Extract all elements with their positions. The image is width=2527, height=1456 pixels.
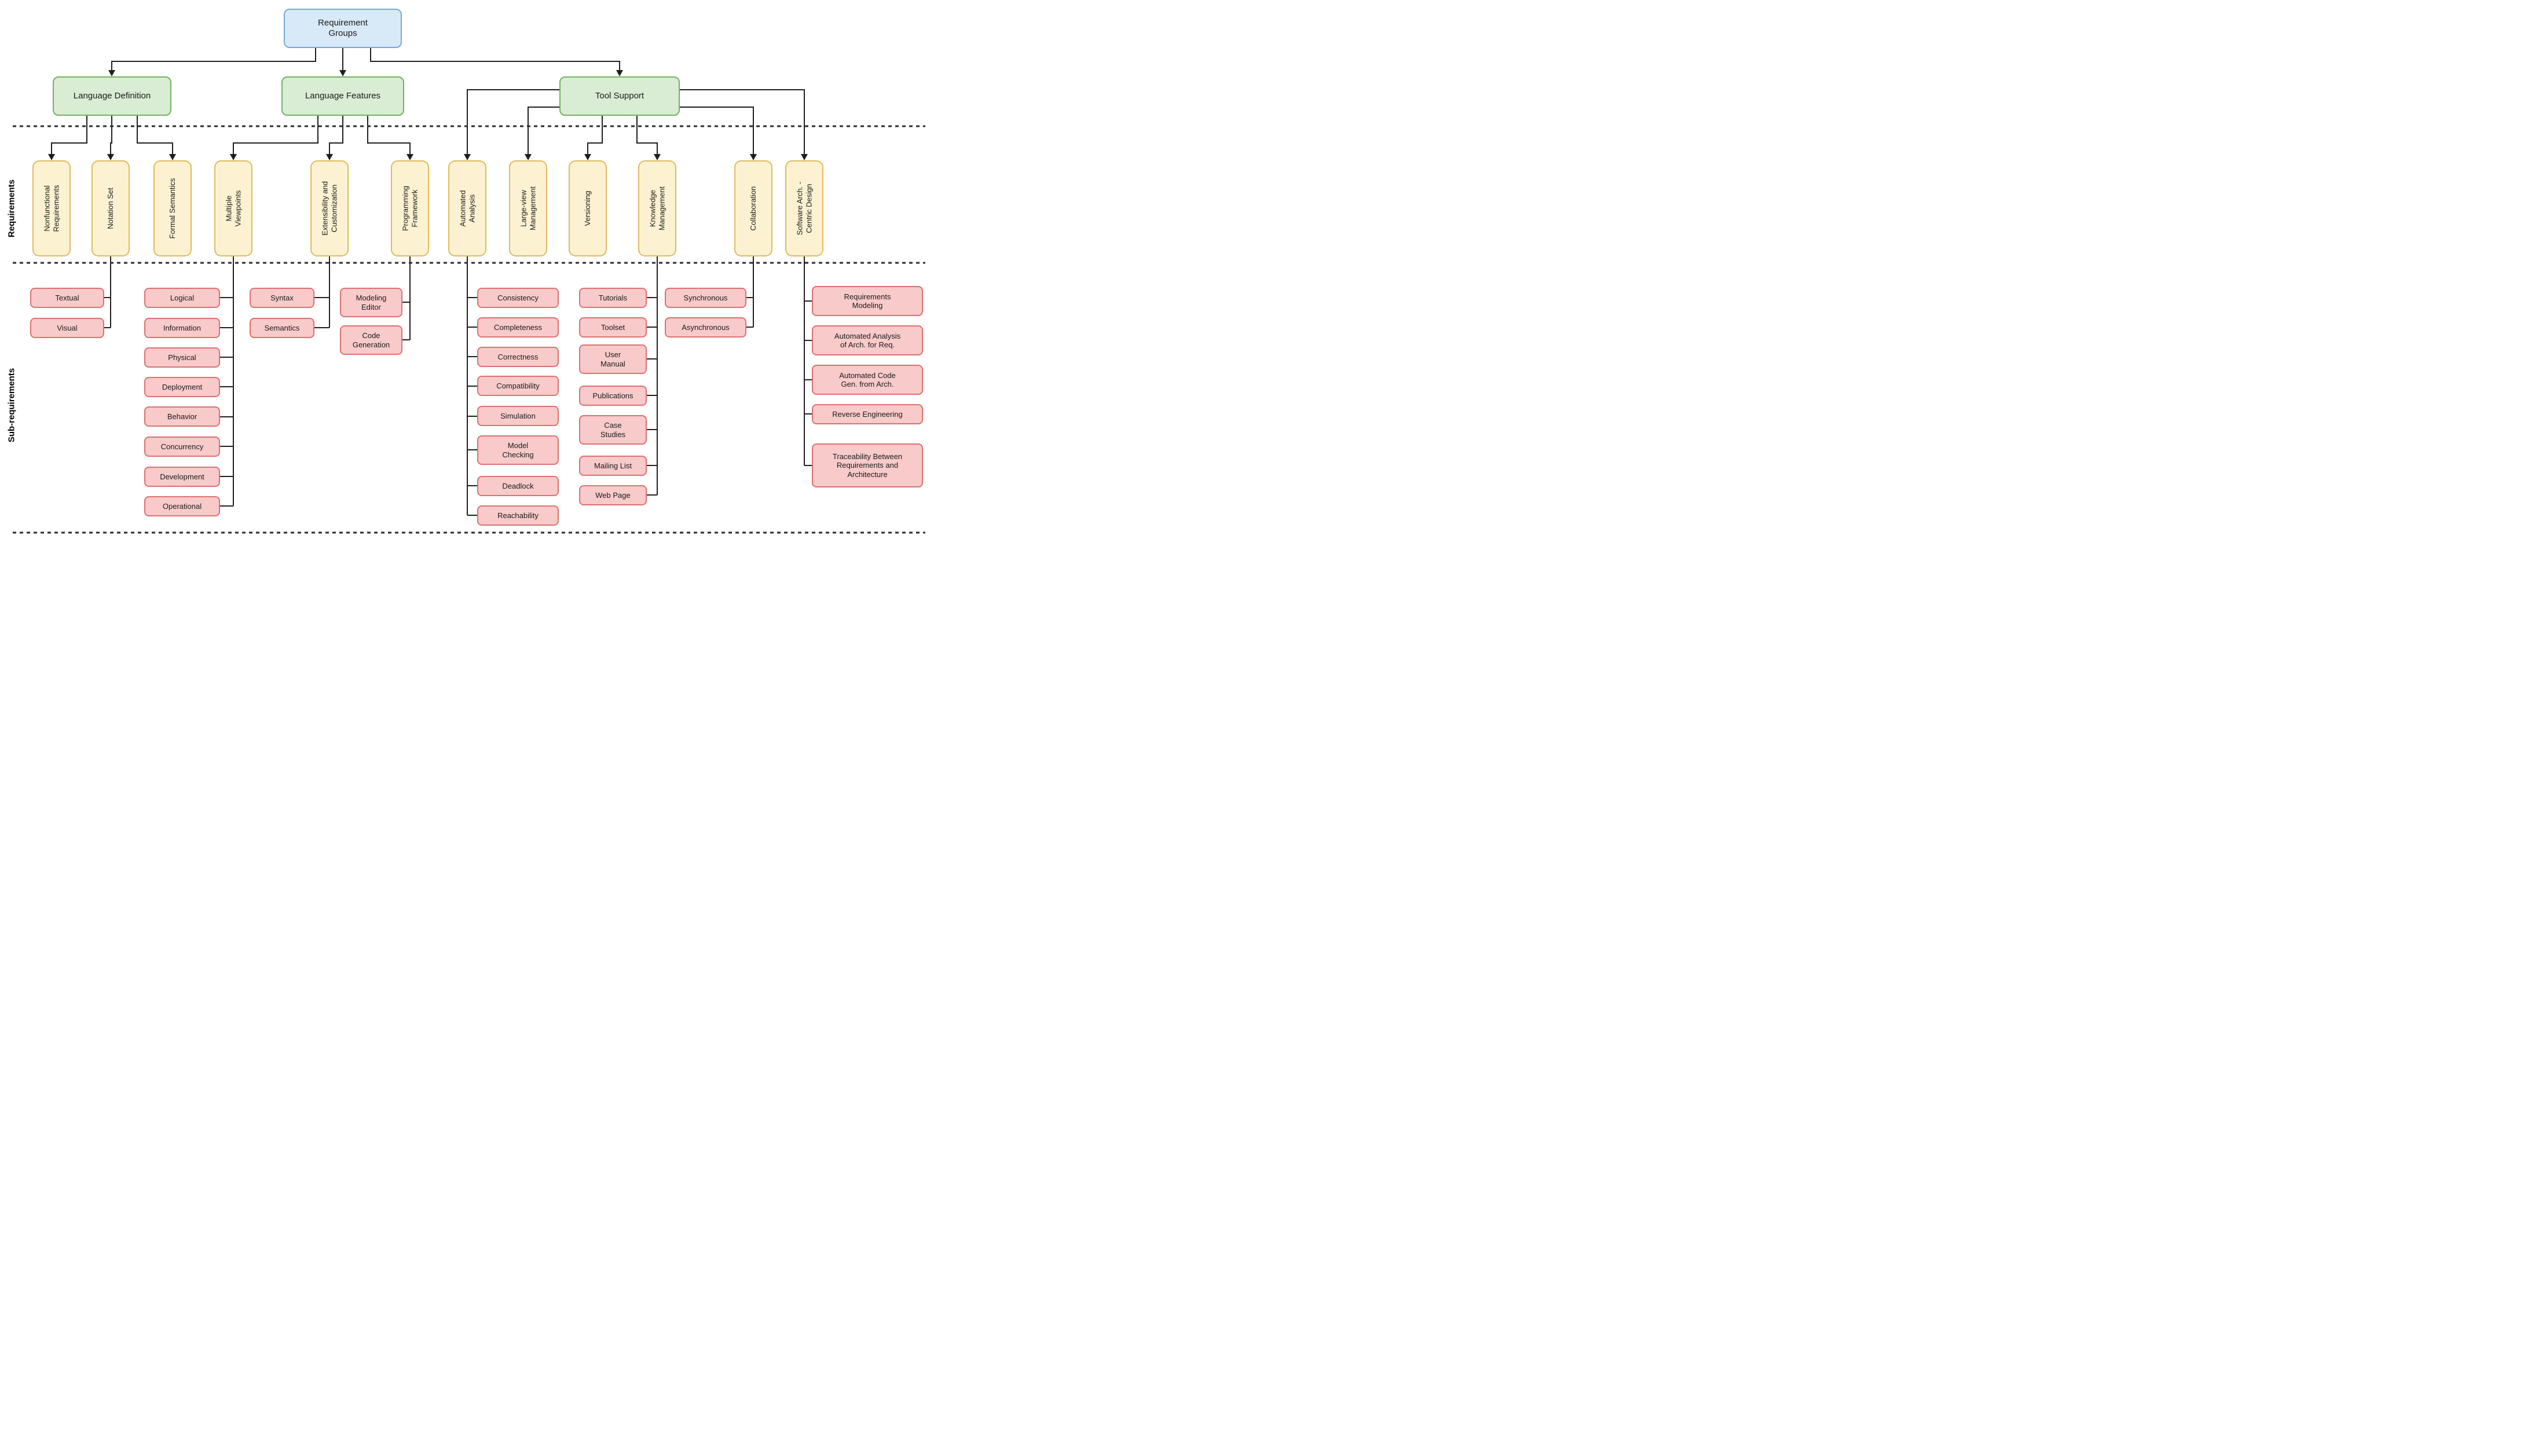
node-versioning: Versioning [569,160,607,256]
node-label: Knowledge Management [648,186,666,230]
node-concurrency: Concurrency [144,437,220,457]
node-large-view-management: Large-view Management [509,160,547,256]
node-mailing-list: Mailing List [579,456,647,476]
node-code-generation: Code Generation [340,325,402,355]
node-toolset: Toolset [579,317,647,338]
node-physical: Physical [144,347,220,368]
node-label: Software Arch. - Centric Design [795,181,813,236]
node-textual: Textual [30,288,104,308]
node-operational: Operational [144,496,220,516]
node-programming-framework: Programming Framework [391,160,429,256]
connector-layer [13,48,925,534]
band-label-sub-requirements: Sub-requirements [6,368,17,443]
node-asynchronous: Asynchronous [665,317,746,338]
node-modeling-editor: Modeling Editor [340,288,402,317]
node-label: Large-view Management [519,186,537,230]
node-development: Development [144,467,220,487]
node-collaboration: Collaboration [734,160,772,256]
node-tool-support: Tool Support [559,76,680,116]
node-label: Versioning [583,190,592,226]
node-multiple-viewpoints: Multiple Viewpoints [214,160,252,256]
node-case-studies: Case Studies [579,415,647,445]
node-notation-set: Notation Set [91,160,130,256]
node-software-arch-centric-design: Software Arch. - Centric Design [785,160,823,256]
node-reverse-engineering: Reverse Engineering [812,404,923,424]
node-logical: Logical [144,288,220,308]
node-automated-analysis: Automated Analysis [448,160,486,256]
node-extensibility-and-customization: Extensibility and Customization [310,160,349,256]
node-publications: Publications [579,386,647,406]
node-correctness: Correctness [477,347,559,367]
node-visual: Visual [30,318,104,338]
node-reachability: Reachability [477,505,559,526]
node-user-manual: User Manual [579,344,647,374]
node-automated-analysis-of-arch-for-req: Automated Analysis of Arch. for Req. [812,325,923,355]
node-deadlock: Deadlock [477,476,559,496]
node-label: Multiple Viewpoints [224,190,242,227]
node-label: Nonfunctional Requirements [42,185,60,232]
node-label: Collaboration [749,186,758,231]
node-formal-semantics: Formal Semantics [153,160,192,256]
node-label: Notation Set [106,188,115,229]
node-label: Extensibility and Customization [320,181,338,236]
node-web-page: Web Page [579,485,647,505]
node-compatibility: Compatibility [477,376,559,396]
node-model-checking: Model Checking [477,435,559,465]
node-completeness: Completeness [477,317,559,338]
node-tutorials: Tutorials [579,288,647,308]
node-nonfunctional-requirements: Nonfunctional Requirements [32,160,71,256]
node-traceability-between-requirements-and-architecture: Traceability Between Requirements and Ar… [812,443,923,487]
node-requirements-modeling: Requirements Modeling [812,286,923,316]
node-label: Programming Framework [401,185,419,232]
node-deployment: Deployment [144,377,220,397]
band-label-requirements: Requirements [6,179,17,238]
node-label: Automated Analysis [458,190,476,227]
node-synchronous: Synchronous [665,288,746,308]
node-requirement-groups: Requirement Groups [284,9,402,48]
node-language-definition: Language Definition [53,76,171,116]
node-knowledge-management: Knowledge Management [638,160,676,256]
node-behavior: Behavior [144,406,220,427]
node-semantics: Semantics [250,318,314,338]
node-syntax: Syntax [250,288,314,308]
node-language-features: Language Features [281,76,404,116]
node-information: Information [144,318,220,338]
node-simulation: Simulation [477,406,559,426]
node-label: Formal Semantics [168,178,177,239]
node-consistency: Consistency [477,288,559,308]
diagram-canvas: Requirements Sub-requirements Requiremen… [0,0,926,534]
node-automated-code-gen-from-arch: Automated Code Gen. from Arch. [812,365,923,395]
